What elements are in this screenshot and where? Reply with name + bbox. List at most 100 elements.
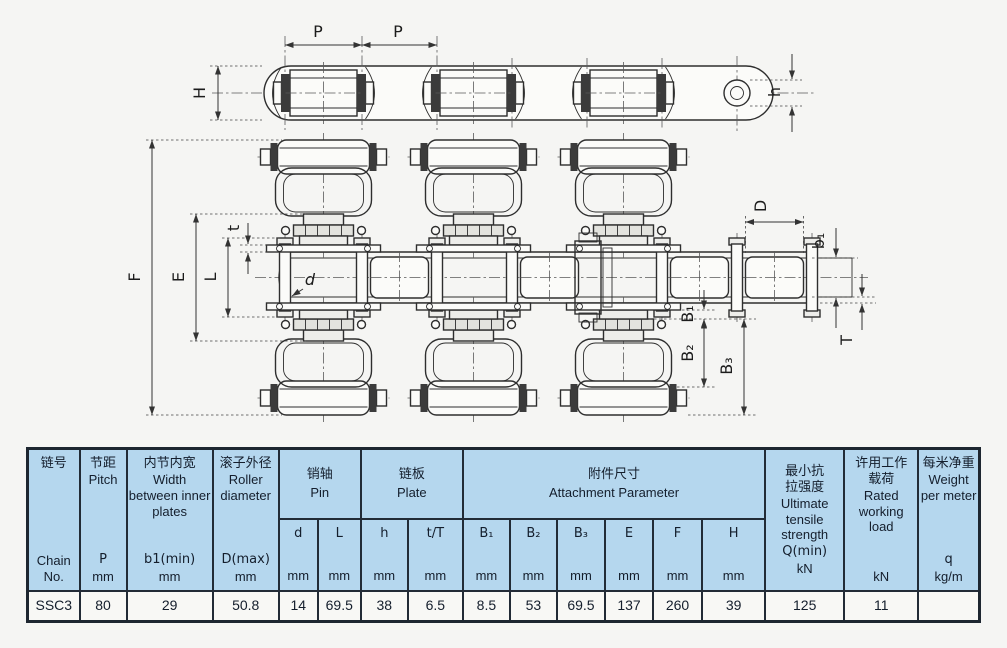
chain-no-en: Chain No.: [36, 553, 71, 585]
pitch-en: Pitch: [88, 471, 118, 487]
value-B1: 8.5: [461, 590, 511, 623]
work-load-en: Rated working load: [858, 487, 904, 535]
value-B2: 53: [508, 590, 558, 623]
dim-F: F: [125, 139, 282, 416]
value-B3: 69.5: [555, 590, 606, 623]
chain-technical-drawing: P P H h: [125, 22, 876, 423]
dim-t: t: [224, 223, 268, 274]
weight-symbol: q: [944, 552, 953, 568]
dim-label-B2: B₂: [678, 344, 697, 361]
spec-table: 链号 Chain No. 节距 Pitch P mm 内节内宽 Width b: [26, 447, 981, 623]
dim-label-b1: b₁: [809, 233, 828, 250]
value-F: 260: [652, 590, 704, 623]
value-chain-no: SSC3: [26, 590, 81, 623]
dim-label-h: h: [765, 87, 784, 97]
dim-label-pitch-1: P: [313, 22, 323, 41]
dim-pitch: P P: [285, 22, 437, 48]
value-pitch: 80: [78, 590, 128, 623]
chain-no-zh: 链号: [40, 455, 67, 470]
dim-label-t: t: [224, 225, 243, 231]
value-weight: [917, 590, 981, 623]
attachment-group-en: Attachment Parameter: [548, 485, 680, 501]
plate-group-zh: 链板: [398, 466, 425, 482]
dim-D: D: [745, 200, 804, 253]
value-h: 38: [359, 590, 409, 623]
group-header-plate: 链板 Plate: [359, 447, 464, 520]
inner-width-zh: 内节内宽: [143, 455, 196, 470]
value-E: 137: [603, 590, 655, 623]
inner-width-symbol: b1(min): [144, 552, 196, 568]
chain-plan-view: F E L t d: [125, 132, 876, 423]
tensile-unit: kN: [796, 561, 813, 577]
value-H: 39: [701, 590, 767, 623]
tensile-en: Ultimate tensile strength: [780, 495, 829, 543]
attachment-group-zh: 附件尺寸: [588, 466, 641, 482]
weight-en: Weight per meter: [920, 471, 977, 503]
dim-label-B3: B₃: [717, 357, 736, 374]
dim-label-d: d: [305, 270, 316, 289]
col-header-roller-diameter: 滚子外径 Roller diameter D(max) mm: [211, 447, 280, 592]
dim-label-B1: B₁: [678, 305, 697, 322]
work-load-zh: 许用工作载荷: [855, 455, 908, 486]
value-tT: 6.5: [406, 590, 464, 623]
dim-pin-end-height: h: [750, 54, 802, 132]
col-header-tensile-strength: 最小抗拉强度 Ultimate tensile strength Q(min) …: [764, 447, 846, 592]
col-header-chain-no: 链号 Chain No.: [26, 447, 81, 592]
group-header-attachment: 附件尺寸 Attachment Parameter: [461, 447, 767, 520]
pitch-symbol: P: [99, 552, 107, 568]
dim-label-pitch-2: P: [393, 22, 403, 41]
dim-label-F: F: [125, 272, 144, 281]
dim-plate-height: H: [190, 65, 262, 121]
value-work-load: 11: [843, 590, 920, 623]
col-header-weight: 每米净重 Weight per meter q kg/m: [917, 447, 981, 592]
col-header-inner-width: 内节内宽 Width between inner plates b1(min) …: [125, 447, 214, 592]
dim-b1: b₁: [809, 228, 876, 328]
group-header-pin: 销轴 Pin: [277, 447, 362, 520]
tensile-zh: 最小抗拉强度: [785, 462, 825, 494]
dim-d: d: [291, 270, 316, 297]
dim-B2: B₂: [672, 319, 716, 388]
plate-group-en: Plate: [397, 485, 427, 501]
value-d: 14: [277, 590, 319, 623]
value-roller-dia: 50.8: [211, 590, 280, 623]
col-header-working-load: 许用工作载荷 Rated working load kN: [843, 447, 920, 592]
work-load-unit: kN: [873, 569, 890, 585]
dim-label-D: D: [751, 200, 770, 212]
pitch-zh: 节距: [90, 455, 117, 470]
roller-dia-zh: 滚子外径: [219, 455, 272, 470]
col-header-pitch: 节距 Pitch P mm: [78, 447, 128, 592]
dim-label-L: L: [201, 272, 220, 281]
value-L: 69.5: [316, 590, 362, 623]
pin-group-en: Pin: [310, 485, 330, 501]
dim-label-H: H: [190, 87, 209, 99]
pitch-unit: mm: [92, 569, 114, 585]
value-tensile: 125: [764, 590, 846, 623]
chain-side-view: P P H h: [190, 22, 815, 132]
dim-T: T: [820, 274, 876, 346]
inner-width-en: Width between inner plates: [128, 471, 211, 519]
table-row: SSC3 80 29 50.8 14 69.5 38 6.5 8.5 53 69…: [26, 590, 981, 623]
connecting-link-section: [574, 232, 613, 323]
dim-B3: B₃: [688, 319, 756, 416]
pin-group-zh: 销轴: [306, 466, 333, 482]
dim-label-E: E: [169, 272, 188, 282]
roller-dia-symbol: D(max): [221, 552, 270, 568]
dim-L: L: [201, 237, 282, 318]
roller-dia-en: Roller diameter: [220, 471, 271, 503]
inner-width-unit: mm: [158, 569, 181, 585]
dim-label-T: T: [837, 335, 856, 346]
roller-dia-unit: mm: [234, 569, 257, 585]
weight-unit: kg/m: [934, 569, 963, 585]
tensile-symbol: Q(min): [782, 544, 828, 560]
